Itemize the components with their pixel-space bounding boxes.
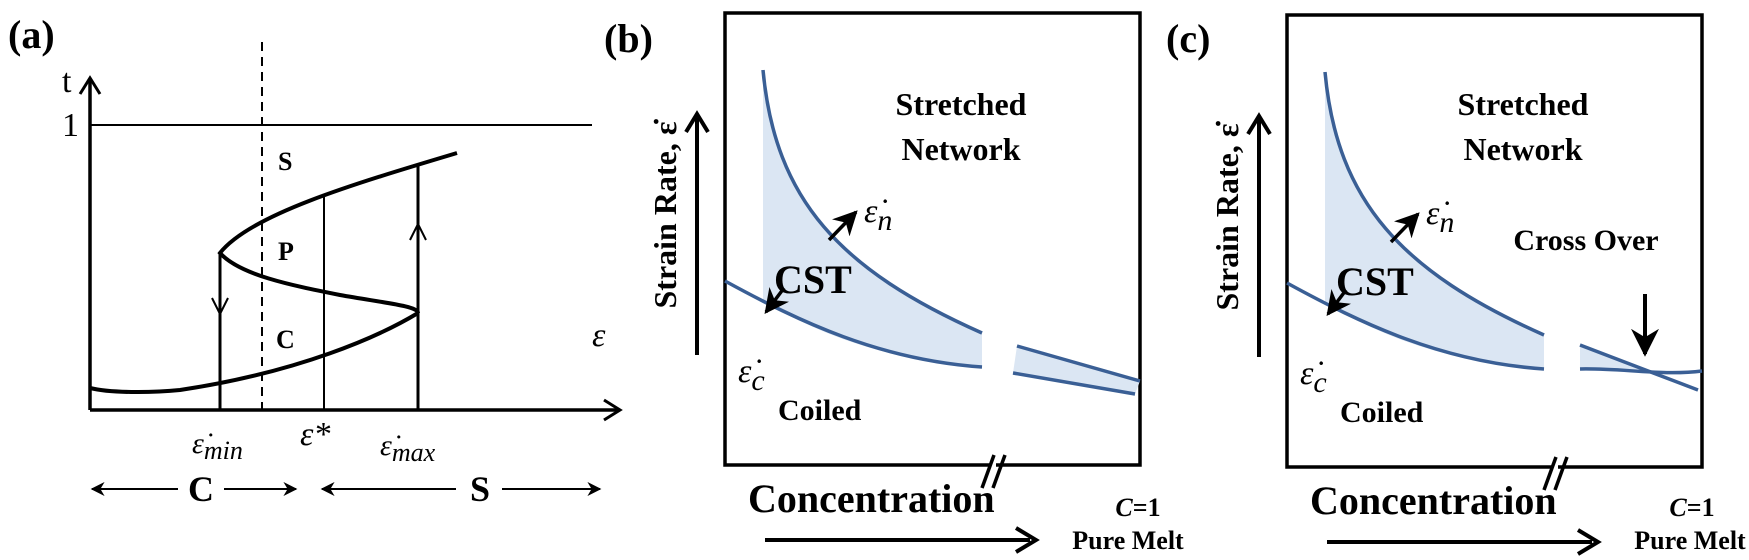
eps-n-curve-right: [1579, 343, 1699, 392]
panel-a: (a) t 1 ε S P C ε̇min ε* ε̇max C S: [8, 12, 623, 509]
y-axis-label: t: [62, 63, 72, 100]
pure-melt-label: Pure Melt: [1072, 526, 1184, 555]
eps-n-curve: [1323, 71, 1545, 337]
panel-c: (c) Strain Rate, ε̇ Stretched Network Cr…: [1166, 13, 1746, 556]
plot-box: [723, 11, 1142, 467]
panel-b-label: (b): [604, 16, 653, 61]
tick-eps-star: ε*: [300, 416, 330, 453]
x-arrow-head: [603, 398, 623, 422]
eps-n-curve: [761, 69, 983, 335]
x-arrow-head: [1014, 526, 1040, 554]
axis-break-mark: [980, 454, 996, 489]
panel-b: (b) Strain Rate, ε̇ Stretched Network ε̇…: [604, 11, 1184, 555]
region-c-label: C: [276, 325, 295, 354]
range-s-label: S: [470, 469, 490, 509]
x-axis-label: Concentration: [1310, 478, 1557, 523]
eps-c-curve: [724, 279, 983, 369]
network-label: Network: [1463, 131, 1582, 167]
axis-break-mark: [991, 454, 1007, 489]
eps-c-curve-right: [1579, 367, 1703, 375]
y-axis-label: Strain Rate, ε̇: [1209, 121, 1245, 311]
eps-n-curve-right: [1016, 344, 1141, 383]
pure-melt-label: Pure Melt: [1634, 526, 1746, 555]
down-arrow-icon: [211, 297, 229, 317]
tick-eps-max: ε̇max: [380, 429, 436, 467]
network-label: Network: [901, 131, 1020, 167]
s-curve-lower: [89, 311, 420, 395]
stretched-label: Stretched: [896, 86, 1027, 122]
eps-n-arrow: [827, 210, 858, 242]
y-arrow-head: [1246, 112, 1272, 136]
y-arrow-head: [78, 75, 102, 95]
stretched-label: Stretched: [1458, 86, 1589, 122]
panel-a-label: (a): [8, 12, 55, 57]
region-s-label: S: [278, 147, 292, 176]
eps-c-arrow: [1326, 288, 1352, 316]
cst-region-shading: [763, 70, 982, 367]
coiled-label: Coiled: [1340, 396, 1424, 429]
panel-c-label: (c): [1166, 16, 1210, 61]
cst-label: CST: [1336, 259, 1414, 304]
region-p-label: P: [278, 237, 294, 266]
cross-over-label: Cross Over: [1513, 224, 1658, 257]
eps-c-curve-right: [1012, 371, 1136, 396]
coiled-label: Coiled: [778, 394, 862, 427]
y-arrow-head: [684, 110, 710, 134]
eps-c-label: ε̇c: [1300, 355, 1327, 399]
tick-eps-min: ε̇min: [192, 427, 243, 465]
cst-region-shading-right: [1013, 346, 1140, 394]
axis-break-mark: [1542, 456, 1558, 491]
cst-label: CST: [774, 257, 852, 302]
up-arrow-icon: [409, 221, 427, 241]
y-axis-label: Strain Rate, ε̇: [647, 119, 683, 309]
c-equals-one-label: C=1: [1115, 493, 1160, 522]
eps-n-label: ε̇n: [864, 193, 892, 237]
plot-box: [1285, 13, 1704, 469]
eps-c-arrow: [764, 286, 790, 314]
eps-c-curve: [1286, 281, 1545, 371]
axis-break-mark: [1553, 456, 1569, 491]
c-equals-one-label: C=1: [1669, 493, 1714, 522]
s-curve-upper: [217, 151, 458, 314]
eps-n-label: ε̇n: [1426, 195, 1454, 239]
eps-c-label: ε̇c: [738, 353, 765, 397]
x-axis-label: Concentration: [748, 476, 995, 521]
y-tick-one: 1: [62, 107, 79, 144]
eps-n-arrow: [1389, 212, 1420, 244]
range-c-label: C: [188, 469, 214, 509]
x-arrow-head: [1576, 528, 1602, 556]
x-axis-label: ε: [592, 317, 606, 354]
cst-region-shading: [1325, 72, 1544, 369]
